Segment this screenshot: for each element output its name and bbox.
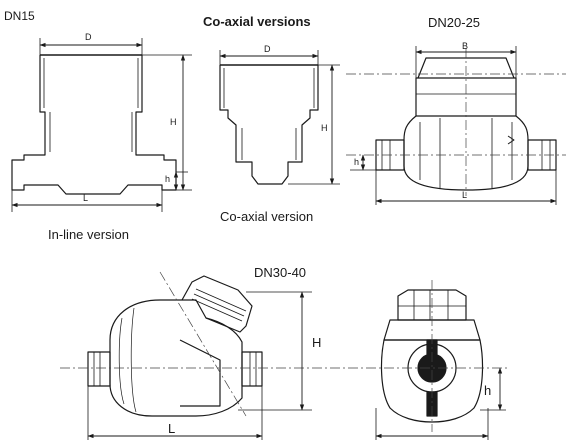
dn20-25-dim-h-label: h: [354, 157, 360, 167]
dn20-25-body: [403, 115, 529, 191]
dn30-40-front-head-ribs: [398, 290, 466, 320]
dn15-dim-D-label: D: [85, 32, 92, 42]
dn30-40-dim-H-label: H: [312, 335, 322, 350]
dn15-inline-inner-wall: [43, 58, 139, 152]
coaxial-versions-title: Co-axial versions: [203, 14, 311, 29]
dn30-40-title: DN30-40: [254, 265, 307, 280]
dn15-dim-H-label: H: [170, 117, 177, 127]
coaxial-dim-H-label: H: [321, 123, 328, 133]
dn15-title: DN15: [4, 9, 35, 23]
dn30-40-right-connector: [241, 351, 263, 387]
dn15-dim-h-label: h: [165, 174, 171, 184]
coaxial-meter: [219, 64, 319, 185]
dn30-40-side-body: [109, 299, 243, 417]
coaxial-outline: [219, 65, 319, 185]
dn30-40-side-neck: [179, 339, 221, 407]
dn30-40-side-body-shading: [118, 307, 137, 413]
coaxial-extension-lines: [219, 50, 340, 185]
dn15-inline-extension-lines: [11, 38, 192, 212]
dn20-25-center-lines: [346, 48, 566, 196]
dn20-25-flow-arrow: [507, 135, 515, 145]
dn30-40-side-view: [87, 275, 263, 417]
dn30-40-center-lines: [60, 271, 510, 432]
dn30-40-dim-h-label: h: [484, 383, 492, 398]
coaxial-inner-wall: [223, 68, 315, 160]
coaxial-dim-D-label: D: [264, 44, 271, 54]
dn30-40-front-shoulder: [383, 319, 481, 341]
dn30-40-register-rings: [191, 288, 247, 322]
dn20-25-body-ribs: [419, 118, 513, 188]
dn15-inline-meter: [11, 54, 177, 195]
dn30-40-dim-L-label: L: [168, 421, 176, 436]
dn15-inline-outline: [11, 55, 177, 195]
dn15-dim-L-label: L: [83, 193, 89, 203]
dn30-40-register-head: [181, 275, 253, 333]
dn30-40-front-body: [380, 339, 484, 423]
coaxial-version-caption: Co-axial version: [220, 209, 314, 224]
dn20-25-dim-L-label: L: [462, 190, 468, 200]
dn20-25-title: DN20-25: [428, 15, 481, 30]
dn30-40-left-connector: [87, 351, 111, 387]
dn20-25-dim-B-label: B: [462, 41, 469, 51]
inline-version-caption: In-line version: [48, 227, 129, 242]
